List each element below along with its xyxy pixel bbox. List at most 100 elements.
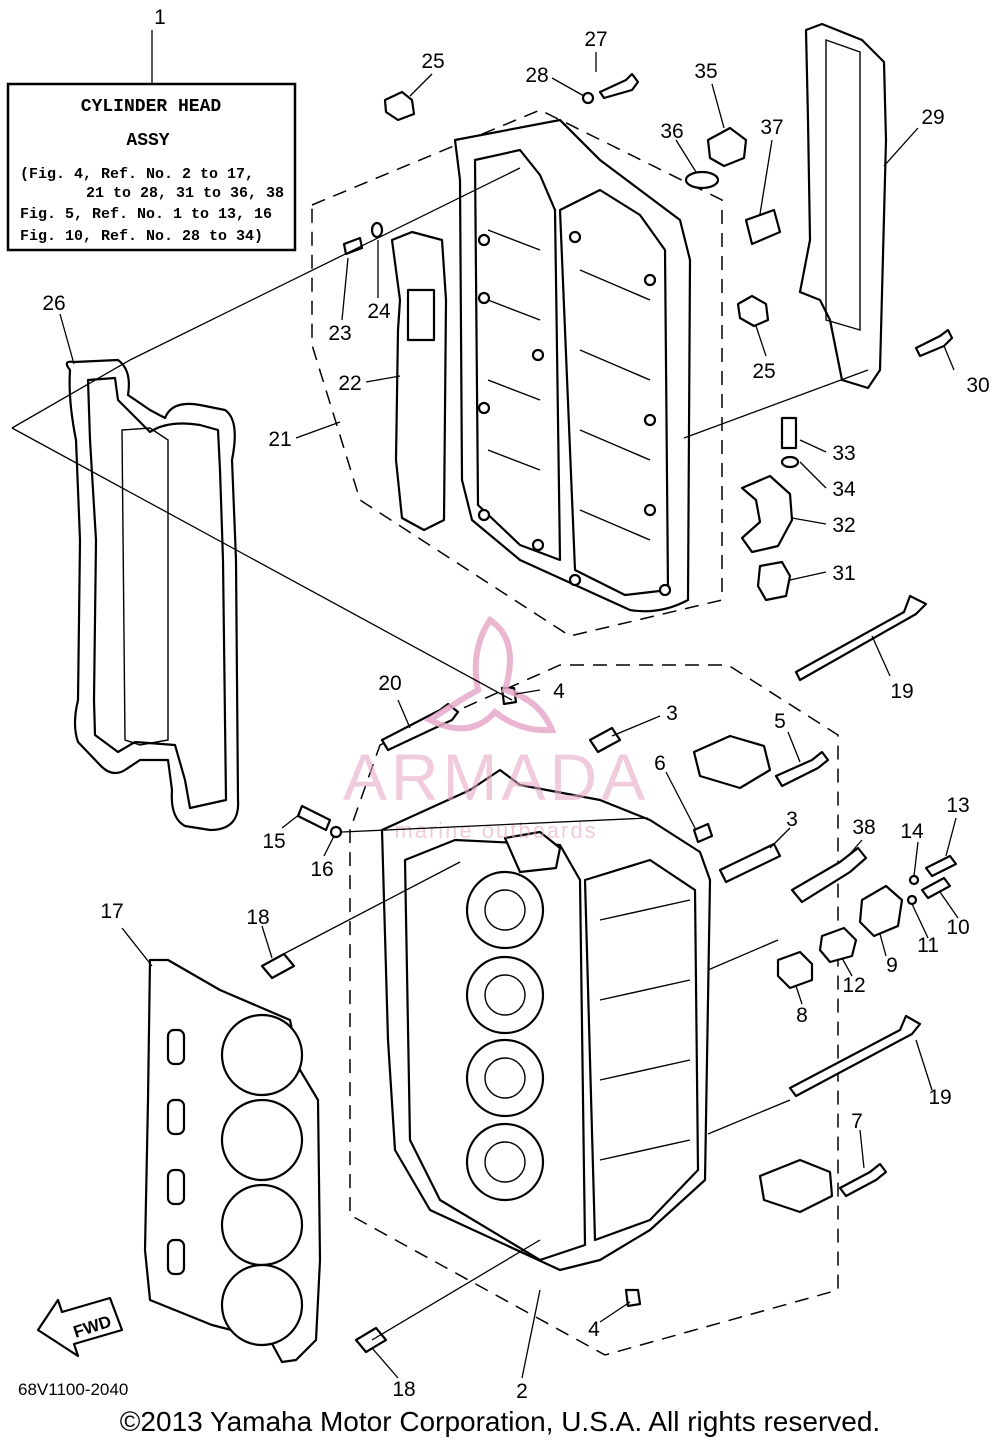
washer-16 [329, 825, 343, 839]
callout-28: 28 [525, 64, 548, 87]
bolt-13 [924, 854, 958, 878]
callout-29: 29 [921, 106, 944, 129]
callout-32: 32 [832, 514, 855, 537]
watermark-brand: ARMADA [343, 740, 649, 814]
cover-bolt-holes [477, 230, 672, 597]
cover-assembly-outline [311, 109, 723, 637]
callout-34: 34 [832, 478, 856, 501]
cap-7 [758, 1158, 834, 1214]
callout-6: 6 [654, 752, 666, 775]
washer-14 [908, 874, 920, 886]
callout-3-upper: 3 [666, 702, 678, 725]
sensor-8 [776, 950, 814, 990]
watermark-propeller-icon [424, 615, 557, 734]
callout-5: 5 [774, 710, 786, 733]
callout-27: 27 [584, 28, 607, 51]
grommet-25-right [736, 294, 770, 328]
leader-lines [11, 52, 959, 1379]
assy-ref-line-3: Fig. 5, Ref. No. 1 to 13, 16 [20, 206, 272, 223]
callout-3-lower: 3 [786, 808, 798, 831]
head-gasket [143, 958, 322, 1364]
callout-31: 31 [832, 562, 855, 585]
callout-18-lower: 18 [392, 1378, 415, 1401]
bolt-5 [774, 750, 830, 788]
callout-14: 14 [900, 820, 924, 843]
callout-2: 2 [516, 1380, 528, 1403]
pipe-3-right [718, 842, 782, 884]
collar-6 [692, 822, 714, 844]
callout-13: 13 [946, 794, 969, 817]
pipe-3-top [588, 726, 622, 754]
copyright-notice: ©2013 Yamaha Motor Corporation, U.S.A. A… [119, 1406, 881, 1437]
callout-25-upper: 25 [421, 50, 444, 73]
callout-16: 16 [310, 858, 333, 881]
bolt-30 [914, 328, 954, 358]
breather-plate [390, 230, 448, 532]
callout-25-lower: 25 [752, 360, 775, 383]
oil-filler-cap-35 [706, 126, 748, 168]
fwd-arrow-icon: FWD [36, 1296, 124, 1358]
breather-boss [406, 288, 436, 342]
diagram-code: 68V1100-2040 [18, 1380, 129, 1399]
washer-24 [370, 221, 384, 239]
callout-21: 21 [268, 428, 291, 451]
bolt-10 [920, 876, 952, 900]
callout-19-lower: 19 [928, 1086, 951, 1109]
cylinder-head-cover [453, 118, 692, 613]
o-ring-36 [684, 170, 720, 190]
spark-plug-38 [790, 846, 868, 904]
assy-ref-line-4: Fig. 10, Ref. No. 28 to 34) [20, 228, 263, 245]
washer-11 [906, 894, 918, 906]
cover-gasket [65, 358, 240, 832]
thermostat-31 [756, 560, 792, 602]
seal-12 [818, 926, 858, 964]
callout-10: 10 [946, 916, 969, 939]
callout-24: 24 [367, 300, 391, 323]
callout-23: 23 [328, 322, 351, 345]
callout-12: 12 [842, 974, 865, 997]
washer-28 [581, 91, 595, 105]
callout-labels: 1 2 3 3 4 4 5 6 7 8 9 10 11 12 13 14 15 … [42, 6, 989, 1403]
bolt-19-top [794, 594, 928, 682]
callout-20: 20 [378, 672, 401, 695]
callout-38: 38 [852, 816, 875, 839]
bracket-29 [798, 22, 888, 390]
cap-bracket-5 [692, 734, 772, 790]
grommet-25-top [383, 90, 416, 122]
housing-9 [858, 884, 904, 938]
callout-1: 1 [154, 6, 166, 29]
assy-ref-line-2: 21 to 28, 31 to 36, 38 [86, 185, 284, 202]
callout-35: 35 [694, 60, 717, 83]
bolt-27 [598, 72, 640, 100]
callout-4-upper: 4 [553, 680, 565, 703]
callout-19-upper: 19 [890, 680, 913, 703]
callout-17: 17 [100, 900, 123, 923]
callout-18-upper: 18 [246, 906, 269, 929]
bolt-7 [838, 1162, 888, 1198]
callout-8: 8 [796, 1004, 808, 1027]
callout-7: 7 [851, 1110, 863, 1133]
assy-title: CYLINDER HEAD [81, 97, 222, 117]
callout-36: 36 [660, 120, 683, 143]
callout-33: 33 [832, 442, 855, 465]
bolt-23 [342, 236, 364, 256]
assy-subtitle: ASSY [126, 131, 169, 151]
callout-22: 22 [338, 372, 361, 395]
callout-37: 37 [760, 116, 783, 139]
callout-11: 11 [917, 934, 939, 957]
assy-ref-line-1: (Fig. 4, Ref. No. 2 to 17, [20, 166, 254, 183]
callout-30: 30 [966, 374, 989, 397]
thermostat-cover-32 [740, 474, 794, 554]
callout-26: 26 [42, 292, 65, 315]
watermark: ARMADA marine outboards [343, 615, 649, 843]
callout-9: 9 [886, 954, 898, 977]
bolt-19-bottom [788, 1014, 922, 1098]
dowel-18-bottom [354, 1326, 388, 1354]
callout-4-lower: 4 [588, 1318, 600, 1341]
callout-15: 15 [262, 830, 285, 853]
bolt-15 [296, 804, 332, 832]
washer-34 [780, 455, 800, 469]
assy-box: CYLINDER HEAD ASSY (Fig. 4, Ref. No. 2 t… [6, 30, 297, 252]
cylinder-head [380, 768, 712, 1272]
